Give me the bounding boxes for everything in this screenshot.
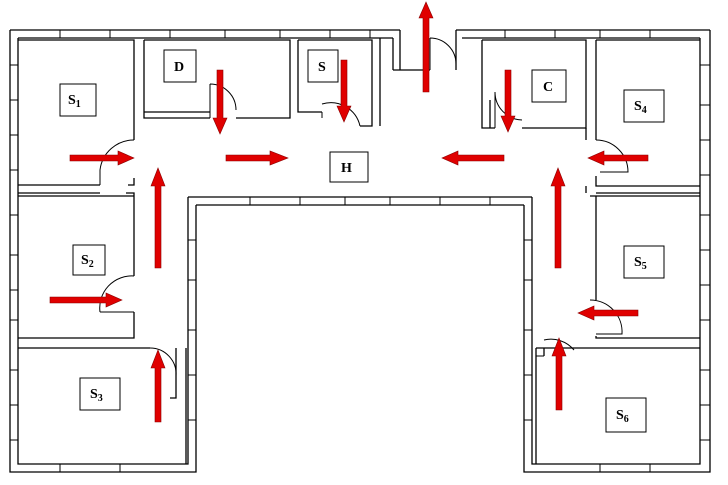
arrow-hall-right — [441, 150, 505, 166]
room-s1-walls — [18, 39, 135, 339]
arrow-from-s5 — [577, 305, 639, 321]
arrow-right-corridor — [550, 167, 566, 269]
arrows — [49, 1, 649, 423]
arrow-from-c — [500, 69, 516, 133]
svg-text:H: H — [341, 161, 352, 176]
room-s4-walls — [595, 39, 700, 194]
door-s1 — [99, 139, 135, 185]
arrow-left-corridor — [150, 167, 166, 269]
courtyard-wall — [188, 196, 532, 206]
door-s3 — [149, 347, 177, 377]
outer-wall-top-left — [10, 29, 400, 39]
arrow-from-s4 — [587, 150, 649, 166]
room-s-walls — [297, 38, 381, 127]
label-s3: S3 — [79, 377, 121, 411]
svg-text:S1: S1 — [68, 93, 81, 110]
wall-ticks — [10, 30, 710, 472]
door-exit — [429, 37, 457, 70]
room-s5-walls — [590, 195, 700, 339]
svg-text:S5: S5 — [634, 255, 647, 272]
arrow-from-s3 — [150, 349, 166, 423]
door-s4 — [595, 139, 629, 173]
arrow-from-s6 — [551, 337, 567, 411]
label-s4: S4 — [623, 89, 665, 123]
door-s2 — [99, 275, 135, 313]
svg-text:S6: S6 — [616, 408, 629, 425]
label-s5: S5 — [623, 245, 665, 279]
arrow-from-s1 — [69, 150, 135, 166]
label-c: C — [531, 69, 567, 103]
label-d: D — [163, 49, 197, 83]
arrow-from-s — [336, 59, 352, 123]
label-h: H — [329, 151, 369, 183]
door-s5 — [589, 299, 623, 335]
top-exit-walls — [392, 30, 457, 71]
room-c-walls — [481, 39, 587, 129]
room-s6-walls — [535, 347, 700, 464]
svg-text:D: D — [174, 60, 184, 75]
door-d — [209, 83, 237, 118]
room-d-walls — [143, 39, 291, 119]
label-s2: S2 — [72, 244, 106, 276]
svg-text:S2: S2 — [81, 253, 94, 270]
arrow-hall-left — [225, 150, 289, 166]
arrow-exit-top — [418, 1, 434, 93]
walls — [9, 29, 711, 473]
room-s3-walls — [18, 347, 187, 464]
door-c — [494, 91, 523, 128]
svg-text:S3: S3 — [90, 387, 103, 404]
door-s6 — [536, 338, 575, 357]
svg-text:S: S — [318, 60, 326, 75]
svg-text:S4: S4 — [634, 99, 647, 116]
label-s1: S1 — [59, 83, 97, 117]
arrow-from-s2 — [49, 292, 123, 308]
label-s6: S6 — [605, 397, 647, 433]
room-labels: S1 S2 S3 S4 S5 S6 D S — [59, 49, 665, 433]
outer-wall-top-right — [456, 29, 710, 39]
label-s: S — [307, 49, 339, 83]
svg-text:C: C — [543, 80, 553, 95]
arrow-from-d — [212, 69, 228, 135]
